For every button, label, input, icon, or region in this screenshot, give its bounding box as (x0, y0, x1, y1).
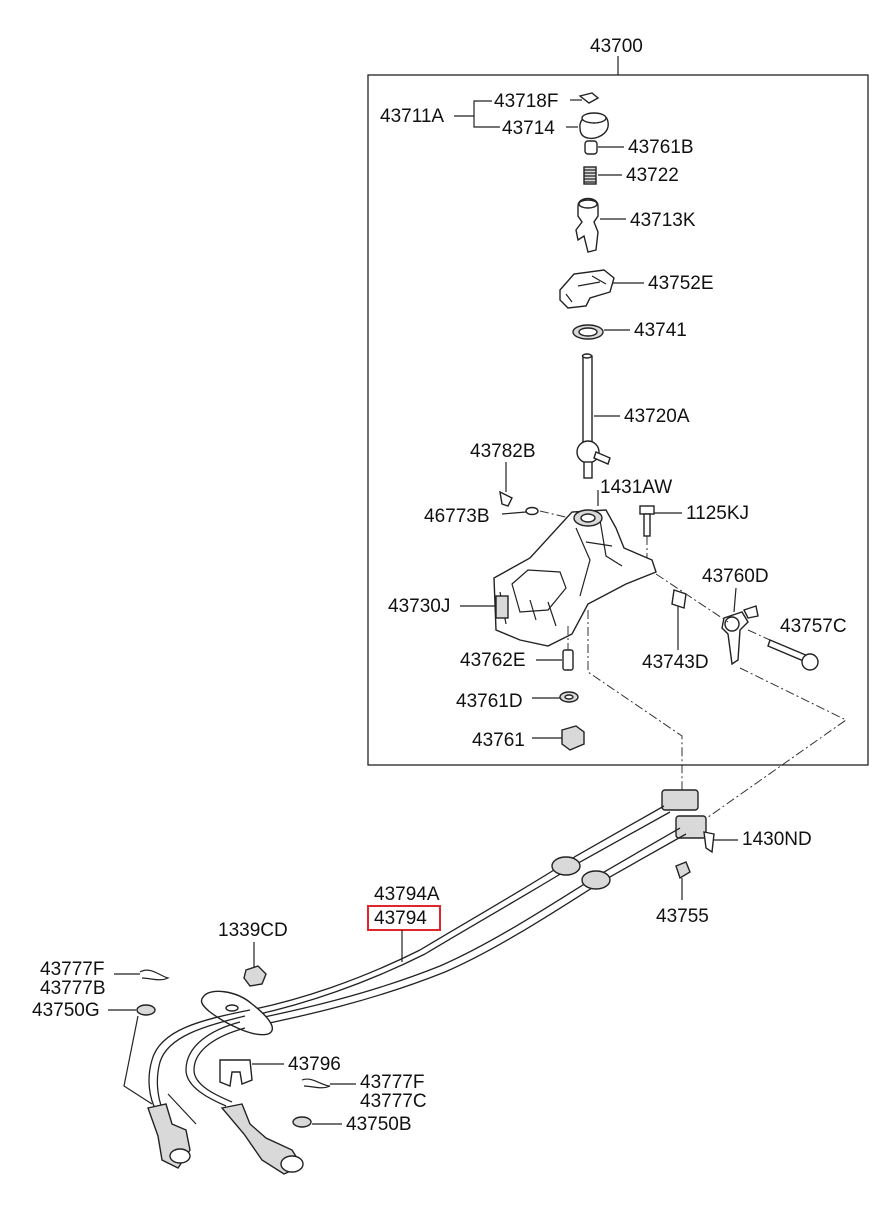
part-cable-end-right-eye (280, 1155, 304, 1173)
cable-end-left-b (156, 1015, 246, 1109)
part-1125KJ-head (639, 505, 655, 515)
part-43757C-head (801, 653, 819, 671)
label-1339CD[interactable]: 1339CD (218, 920, 288, 941)
part-43782B-pin (499, 490, 513, 507)
cable-end-left-a (148, 1009, 251, 1111)
part-43720A-stem (583, 461, 593, 479)
part-cable-end-left-eye (169, 1148, 191, 1164)
part-43718F (578, 92, 600, 104)
cable-43794A-inner (254, 811, 671, 1016)
part-43761B (584, 140, 598, 155)
label-43755[interactable]: 43755 (656, 906, 709, 927)
cable-43794-outer (239, 827, 681, 1023)
part-1430ND-clip (703, 831, 715, 854)
label-43782B[interactable]: 43782B (470, 441, 536, 462)
label-43777F-left[interactable]: 43777F (40, 959, 104, 980)
label-43796[interactable]: 43796 (288, 1054, 341, 1075)
part-cable-grommet-lower (581, 870, 611, 890)
label-43720A[interactable]: 43720A (624, 406, 690, 427)
label-1430ND[interactable]: 1430ND (742, 829, 812, 850)
label-43761[interactable]: 43761 (472, 730, 525, 751)
assembly-frame (367, 74, 869, 766)
label-43714[interactable]: 43714 (502, 118, 555, 139)
part-cable-end-lower (675, 815, 707, 839)
label-43777F-right[interactable]: 43777F (360, 1072, 424, 1093)
part-43752E (559, 269, 615, 309)
label-43743D[interactable]: 43743D (642, 652, 709, 673)
label-43730J[interactable]: 43730J (388, 596, 450, 617)
part-1339CD-nut (243, 965, 267, 987)
label-43761D[interactable]: 43761D (456, 691, 523, 712)
connection-line-a (587, 610, 683, 790)
label-43762E[interactable]: 43762E (460, 650, 526, 671)
label-1431AW[interactable]: 1431AW (600, 477, 672, 498)
label-43794A[interactable]: 43794A (374, 884, 440, 905)
cable-end-right-b (193, 1027, 246, 1103)
part-43713K-top (578, 199, 598, 209)
label-43757C[interactable]: 43757C (780, 616, 847, 637)
part-43762E (562, 649, 574, 671)
centerline-46773B (539, 510, 579, 521)
part-46773B (525, 506, 539, 516)
part-43730J-end (495, 595, 509, 619)
leader-43711A (454, 100, 492, 117)
part-cable-bracket-hole (225, 1004, 239, 1012)
part-43760D-spring (724, 616, 740, 632)
part-43743D (671, 589, 687, 609)
label-1125KJ[interactable]: 1125KJ (686, 503, 749, 524)
label-43760D[interactable]: 43760D (702, 566, 769, 587)
connection-line-b (703, 667, 847, 821)
part-1125KJ-shank (643, 513, 651, 537)
cable-end-right-a (185, 1021, 241, 1107)
part-43722-coils (584, 169, 596, 183)
leader-43760D (733, 587, 737, 613)
label-46773B[interactable]: 46773B (424, 506, 490, 527)
part-43777F-left-clip (139, 969, 170, 981)
part-43713K (575, 197, 599, 253)
part-43777F-right-clip (301, 1078, 331, 1089)
part-43750B (292, 1116, 312, 1128)
part-43755 (675, 861, 691, 880)
part-43796-clip (219, 1059, 253, 1087)
part-43720A-pin (593, 451, 611, 465)
label-43777C[interactable]: 43777C (360, 1091, 427, 1112)
part-43750G (136, 1004, 156, 1016)
centerline-43743D (655, 573, 729, 623)
part-cable-end-upper (661, 789, 699, 811)
label-43750G[interactable]: 43750G (32, 1000, 100, 1021)
label-43752E[interactable]: 43752E (648, 273, 714, 294)
label-43700[interactable]: 43700 (590, 36, 643, 57)
part-43761D-hole (564, 694, 574, 700)
part-43741-inner (578, 327, 598, 337)
cable-43794A-outer (249, 805, 665, 1011)
centerline-43757C (747, 629, 771, 641)
label-43718F[interactable]: 43718F (494, 91, 558, 112)
leader-43711A-b (473, 116, 500, 128)
label-43722[interactable]: 43722 (626, 165, 679, 186)
label-43761B[interactable]: 43761B (628, 137, 694, 158)
part-43714-top (581, 112, 607, 124)
label-43777B[interactable]: 43777B (40, 978, 106, 999)
part-43720A-rod-top (581, 353, 593, 359)
label-43711A[interactable]: 43711A (380, 106, 444, 127)
label-43794[interactable]: 43794 (374, 908, 427, 929)
part-43730J-socket-inner (580, 513, 596, 523)
part-43752E-detail (565, 275, 607, 303)
label-43713K[interactable]: 43713K (630, 210, 696, 231)
part-43760D-tab (743, 605, 759, 619)
leader-43750G-to-end (123, 1015, 153, 1105)
part-cable-grommet-upper (551, 856, 581, 876)
part-43761-nut (561, 725, 585, 751)
part-43720A-rod (582, 355, 593, 445)
leader-43750G-to-end-b (167, 1093, 197, 1125)
leader-46773B (501, 511, 527, 515)
cable-43794-inner (244, 833, 687, 1029)
label-43750B[interactable]: 43750B (346, 1114, 412, 1135)
label-43741[interactable]: 43741 (634, 320, 687, 341)
highlight-box-43794 (367, 905, 441, 931)
